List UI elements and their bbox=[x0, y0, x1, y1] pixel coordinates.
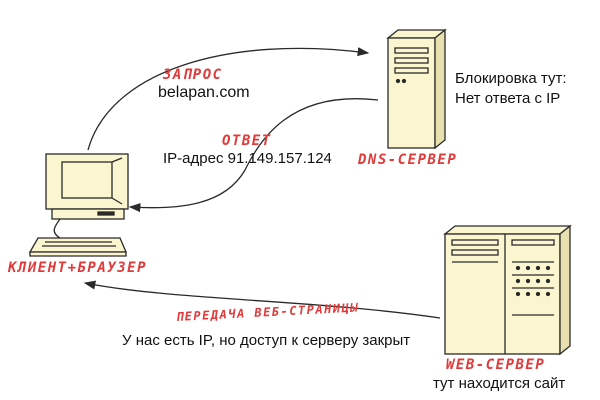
web-server-label: WEB-СЕРВЕР bbox=[446, 357, 546, 373]
computer-icon bbox=[28, 153, 129, 257]
page-transfer-arrow bbox=[83, 280, 441, 319]
dns-server-label: DNS-СЕРВЕР bbox=[358, 152, 458, 168]
request-label: ЗАПРОС bbox=[163, 67, 223, 83]
page-transfer-detail: У нас есть IP, но доступ к серверу закры… bbox=[122, 332, 411, 349]
response-ip: IP-адрес 91.149.157.124 bbox=[163, 150, 332, 167]
response-arrow bbox=[128, 98, 379, 213]
response-label: ОТВЕТ bbox=[222, 133, 272, 149]
blocking-title: Блокировка тут: bbox=[455, 70, 567, 87]
web-server-detail: тут находится сайт bbox=[433, 375, 566, 392]
blocking-detail: Нет ответа с IP bbox=[455, 90, 561, 107]
web-server-icon bbox=[443, 224, 572, 356]
dns-server-icon bbox=[386, 28, 447, 150]
client-label: КЛИЕНТ+БРАУЗЕР bbox=[8, 260, 148, 276]
request-arrow bbox=[87, 47, 370, 151]
request-domain: belapan.com bbox=[158, 84, 250, 101]
